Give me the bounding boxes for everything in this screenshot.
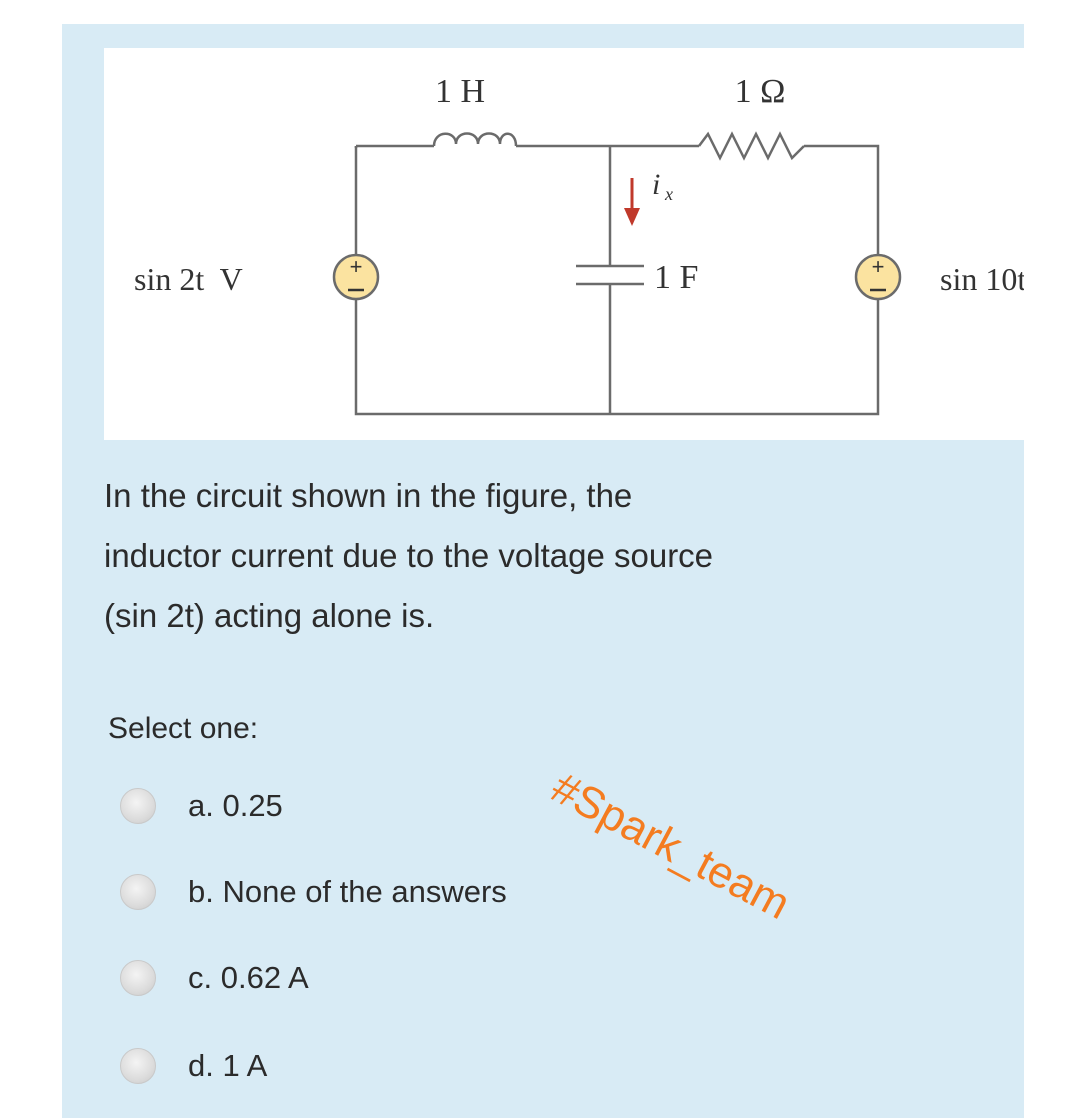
option-a[interactable]: a. 0.25: [120, 786, 283, 826]
select-one-label: Select one:: [108, 712, 259, 745]
question-line: In the circuit shown in the figure, the: [104, 477, 633, 514]
radio-button[interactable]: [120, 874, 156, 910]
current-label: i: [652, 168, 660, 201]
circuit-diagram: + + 1 H 1 Ω i x 1 F sin 2t V sin 10t: [134, 73, 1024, 416]
resistor-symbol: [698, 131, 805, 161]
option-c[interactable]: c. 0.62 A: [120, 958, 309, 998]
question-text: In the circuit shown in the figure, the …: [104, 466, 964, 646]
plus-sign: +: [872, 254, 885, 279]
resistor-label: 1 Ω: [735, 73, 786, 110]
inductor-symbol: [432, 132, 518, 147]
capacitor-label: 1 F: [654, 259, 698, 296]
left-voltage-source: +: [332, 253, 380, 301]
option-label: a. 0.25: [188, 788, 283, 823]
right-voltage-source: +: [854, 253, 902, 301]
plus-sign: +: [350, 254, 363, 279]
inductor-label: 1 H: [435, 73, 485, 110]
option-label: d. 1 A: [188, 1048, 268, 1083]
current-subscript: x: [664, 184, 673, 204]
question-line: (sin 2t) acting alone is.: [104, 597, 435, 634]
question-line: inductor current due to the voltage sour…: [104, 537, 714, 574]
option-d[interactable]: d. 1 A: [120, 1046, 267, 1086]
radio-button[interactable]: [120, 1048, 156, 1084]
radio-button[interactable]: [120, 960, 156, 996]
circuit-wires: [354, 144, 880, 416]
radio-button[interactable]: [120, 788, 156, 824]
option-b[interactable]: b. None of the answers: [120, 872, 507, 912]
capacitor-symbol: [576, 264, 644, 286]
left-source-label: sin 2t V: [134, 261, 243, 297]
option-label: c. 0.62 A: [188, 960, 309, 995]
current-arrow: [624, 178, 640, 226]
circuit-figure: + + 1 H 1 Ω i x 1 F sin 2t V sin 10t: [104, 48, 1024, 440]
option-label: b. None of the answers: [188, 874, 507, 909]
right-source-label: sin 10t: [940, 261, 1024, 297]
